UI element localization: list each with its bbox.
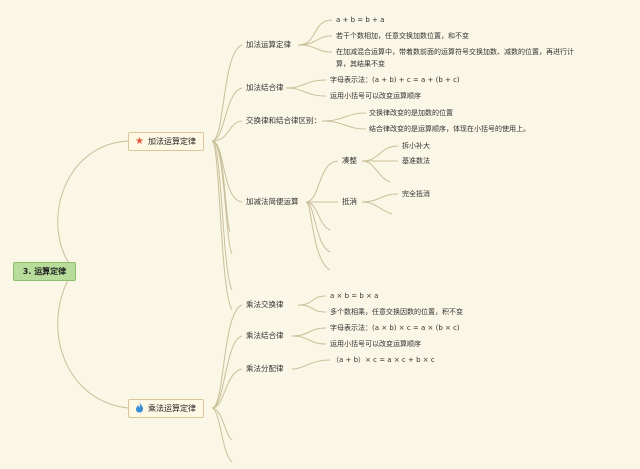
flame-icon [135, 402, 144, 416]
shortcut-label[interactable]: 加减法简便运算 [246, 197, 299, 206]
addition-laws-node[interactable]: ★ 加法运算定律 [128, 132, 204, 151]
root-node[interactable]: 3. 运算定律 [13, 262, 76, 281]
multiplication-laws-node[interactable]: 乘法运算定律 [128, 399, 204, 418]
leaf-item: 运用小括号可以改变运算顺序 [330, 340, 421, 348]
addition-laws-title: 加法运算定律 [147, 137, 196, 146]
leaf-item: 完全抵消 [402, 190, 430, 198]
leaf-item: a + b = b + a [336, 16, 385, 24]
leaf-item: （a + b）× c = a × c + b × c [332, 356, 435, 364]
leaf-item: 若干个数相加，任意交换加数位置，和不变 [336, 32, 469, 40]
multiplication-laws-title: 乘法运算定律 [148, 404, 196, 413]
leaf-item: 结合律改变的是运算顺序，体现在小括号的使用上。 [369, 125, 530, 133]
multiplication-associative-label[interactable]: 乘法结合律 [246, 331, 284, 340]
leaf-item: 多个数相乘，任意交换因数的位置，积不变 [330, 308, 463, 316]
leaf-item: 拆小补大 [402, 142, 430, 150]
leaf-item: 交换律改变的是加数的位置 [369, 109, 453, 117]
leaf-item: 字母表示法：(a + b) + c = a + (b + c) [330, 76, 460, 84]
leaf-item: 算，其结果不变 [336, 60, 385, 68]
addition-associative-label[interactable]: 加法结合律 [246, 83, 284, 92]
leaf-item: 在加减混合运算中，带着数前面的运算符号交换加数、减数的位置，再进行计 [336, 48, 574, 56]
difference-label[interactable]: 交换律和结合律区别： [246, 116, 321, 125]
round-label[interactable]: 凑整 [342, 156, 357, 165]
multiplication-commutative-label[interactable]: 乘法交换律 [246, 300, 284, 309]
multiplication-distributive-label[interactable]: 乘法分配律 [246, 364, 284, 373]
leaf-item: 基准数法 [402, 157, 430, 165]
star-icon: ★ [135, 135, 144, 147]
leaf-item: a × b = b × a [330, 292, 379, 300]
addition-commutative-label[interactable]: 加法运算定律 [246, 40, 291, 49]
leaf-item: 运用小括号可以改变运算顺序 [330, 92, 421, 100]
cancel-label[interactable]: 抵消 [342, 197, 357, 206]
leaf-item: 字母表示法：(a × b) × c = a × (b × c) [330, 324, 460, 332]
